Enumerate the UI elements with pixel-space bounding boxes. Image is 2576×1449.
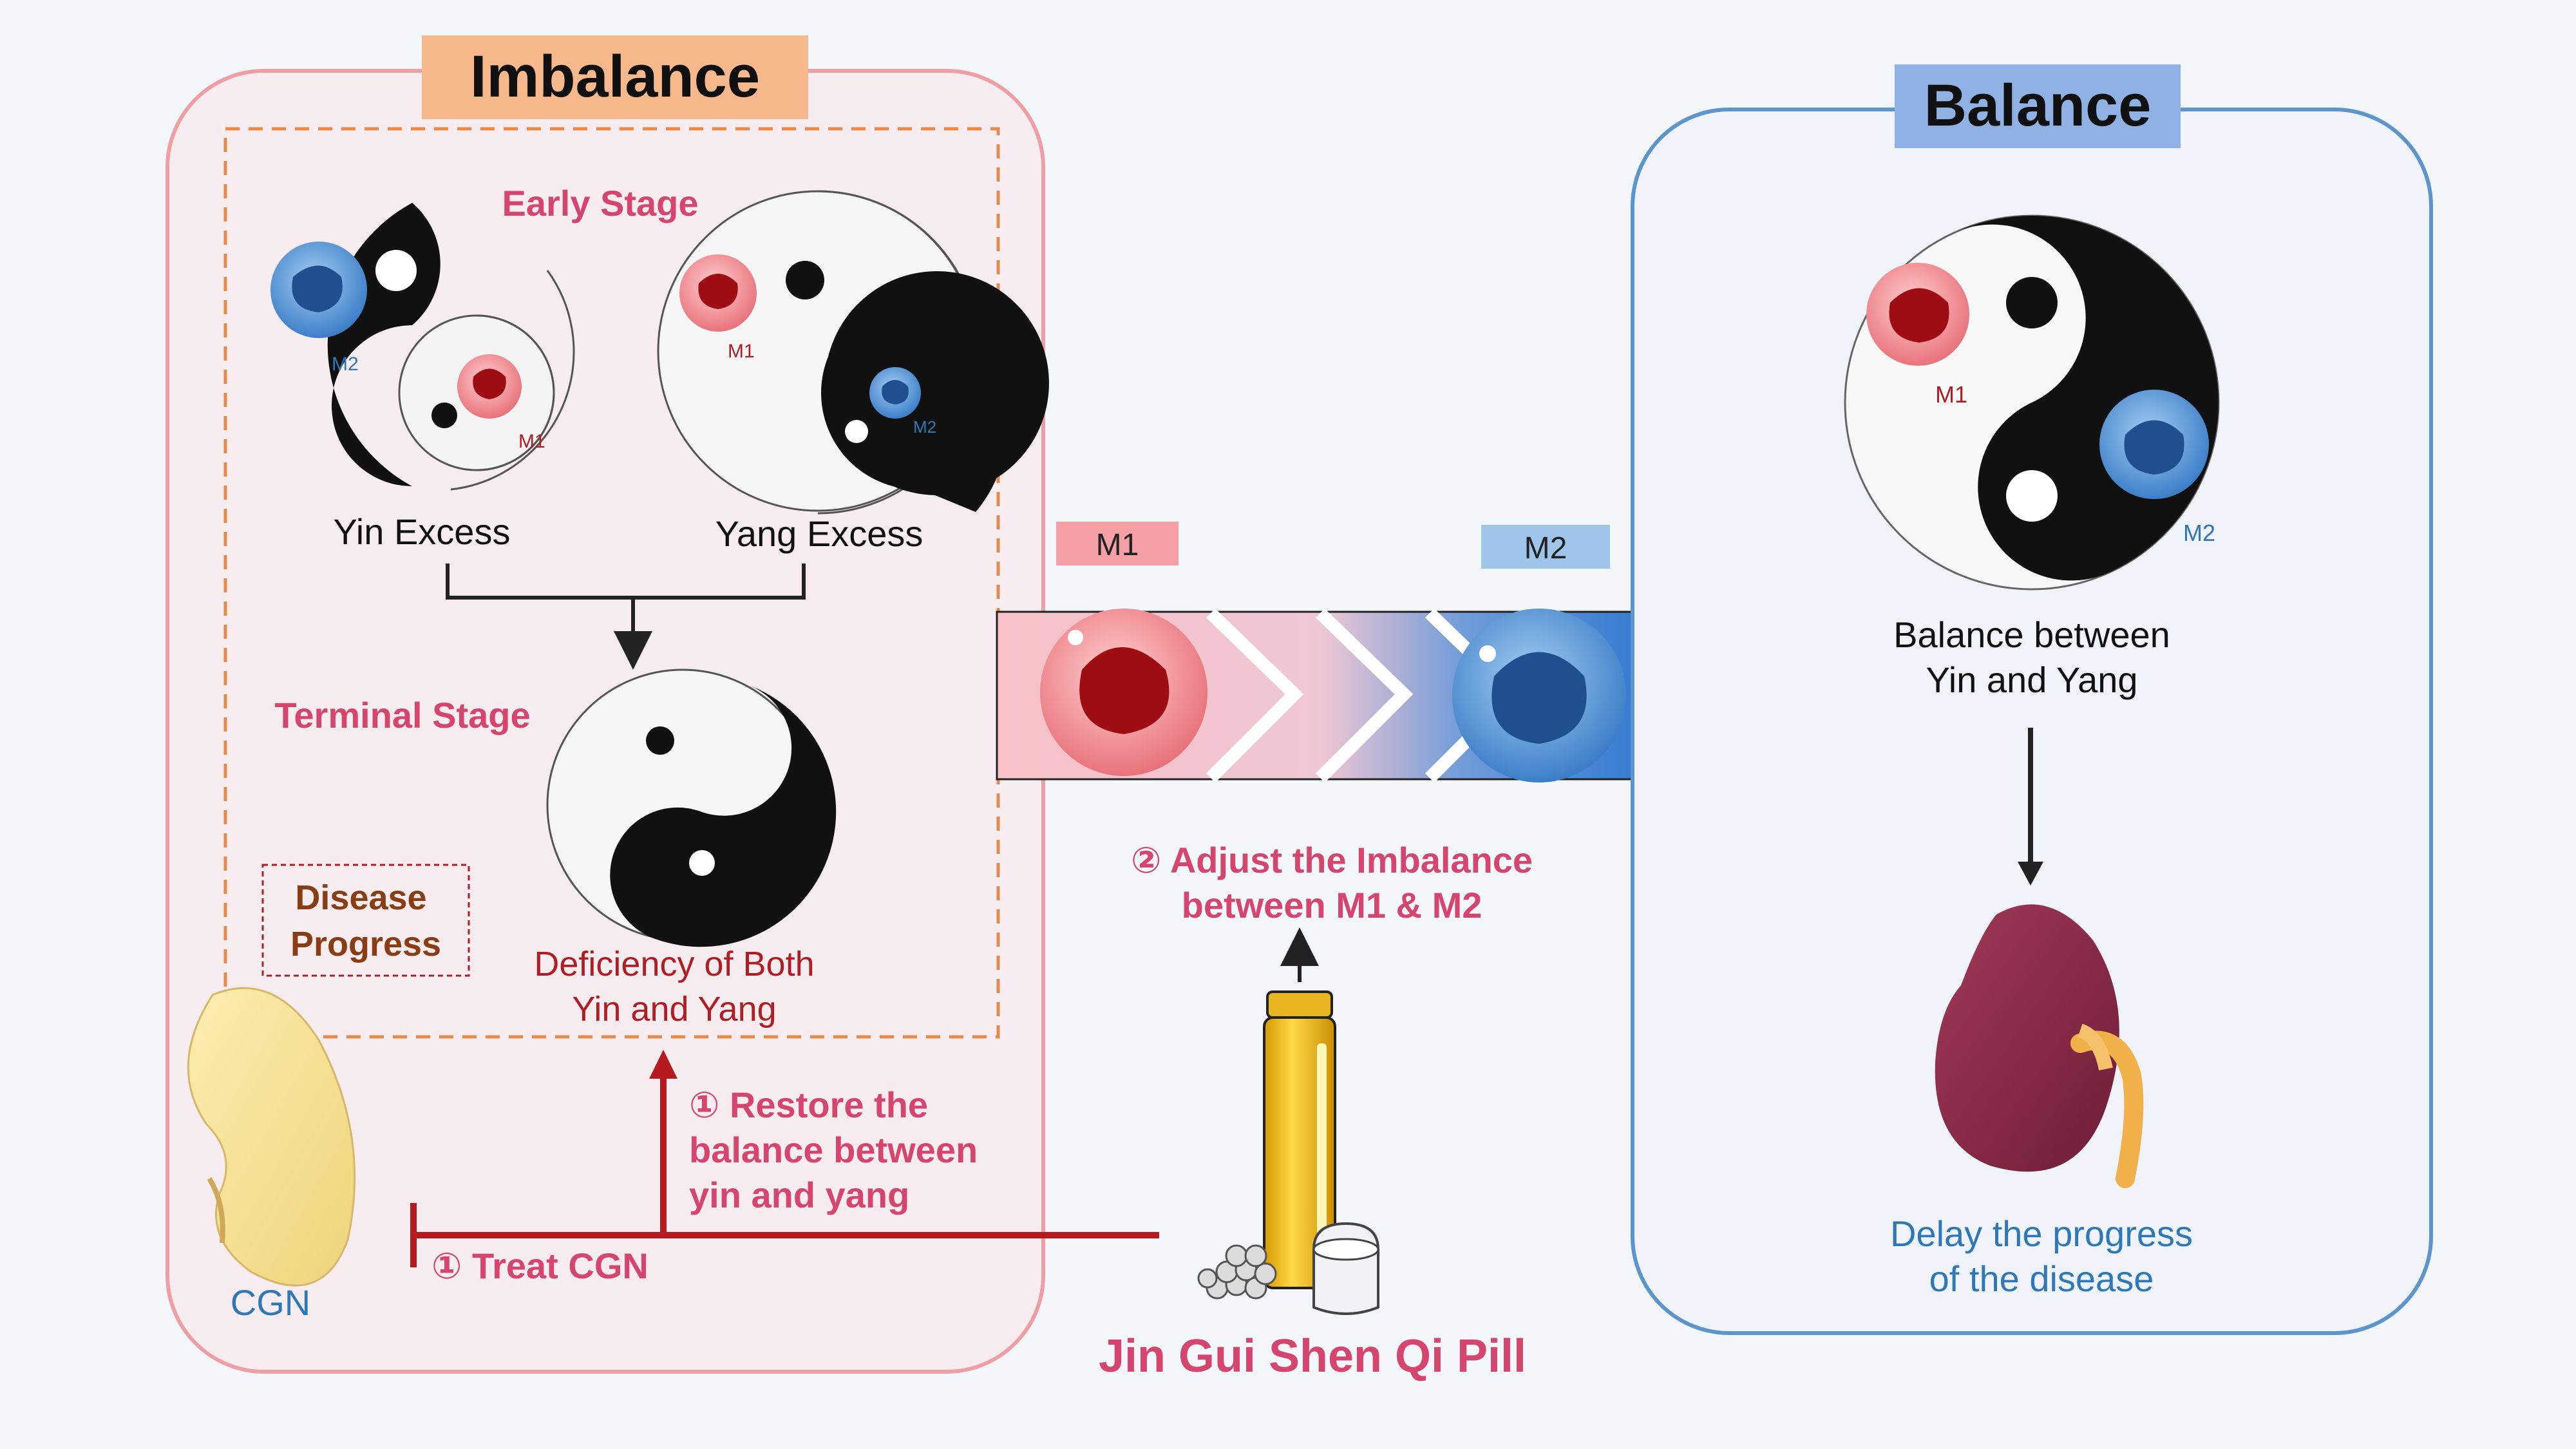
balance-title-box — [1895, 64, 2181, 148]
disease-progress-line2: Progress — [290, 925, 441, 963]
m2-label-balance: M2 — [2183, 520, 2215, 546]
deficiency-label-line1: Deficiency of Both — [534, 945, 814, 983]
m1-cell-icon — [679, 254, 757, 332]
imbalance-title: Imbalance — [470, 44, 760, 109]
early-to-terminal-connector — [446, 564, 806, 650]
m1-tag — [1056, 522, 1179, 565]
restore-line3: yin and yang — [689, 1175, 909, 1215]
m1-label-yin: M1 — [518, 431, 545, 452]
m1-cell-icon — [457, 354, 522, 419]
m2-label-yin: M2 — [332, 354, 359, 375]
disease-progress-line1: Disease — [295, 878, 426, 917]
m2-cell-icon — [869, 367, 921, 419]
m2-tag — [1481, 525, 1610, 569]
m2-cell-icon — [270, 242, 367, 338]
chevron-divider-2 — [1315, 608, 1414, 783]
m1-tag-label: M1 — [1096, 528, 1139, 562]
disease-progress-label: Disease Progress — [290, 878, 441, 963]
terminal-stage-label: Terminal Stage — [274, 695, 530, 735]
cgn-label: CGN — [231, 1282, 310, 1323]
early-stage-label: Early Stage — [502, 183, 698, 223]
chevron-divider-1 — [1206, 608, 1304, 783]
delay-line1: Delay the progress — [1890, 1213, 2193, 1254]
adjust-line1: ② Adjust the Imbalance — [1131, 840, 1533, 880]
balance-line2: Yin and Yang — [1926, 659, 2137, 700]
treat-cgn-label: ① Treat CGN — [431, 1245, 649, 1286]
adjust-line2: between M1 & M2 — [1182, 885, 1482, 925]
m1-label-yang: M1 — [728, 341, 755, 362]
restore-line1: ① Restore the — [689, 1084, 928, 1125]
m1-label-balance: M1 — [1935, 381, 1967, 408]
stage-dashed-box — [223, 127, 1000, 1039]
restore-arrow-head — [649, 1050, 677, 1079]
yin-excess-label: Yin Excess — [334, 511, 511, 552]
deficiency-label-line2: Yin and Yang — [572, 990, 776, 1028]
pill-bottle-icon — [1263, 990, 1379, 1315]
yang-excess-label: Yang Excess — [715, 513, 923, 554]
m2-macrophage-icon — [1452, 609, 1626, 782]
pills-pile-icon — [1197, 1244, 1277, 1300]
imbalance-title-box — [422, 35, 808, 119]
balance-to-kidney-arrow-head — [2018, 862, 2043, 886]
balance-title: Balance — [1924, 73, 2152, 138]
m2-tag-label: M2 — [1524, 531, 1567, 565]
m2-cell-icon — [2099, 390, 2209, 499]
deficiency-yin-yang-symbol — [546, 668, 837, 947]
m1-macrophage-icon — [1040, 609, 1208, 776]
balance-line1: Balance between — [1893, 614, 2170, 655]
cgn-kidney-icon — [187, 987, 356, 1287]
m2-label-yang: M2 — [913, 417, 936, 437]
delay-line2: of the disease — [1929, 1258, 2154, 1299]
disease-progress-box — [261, 864, 470, 977]
treat-cgn-inhibit-line — [410, 1203, 1159, 1267]
m1-cell-icon — [1866, 263, 1969, 366]
pill-name: Jin Gui Shen Qi Pill — [1099, 1331, 1526, 1382]
healthy-kidney-icon — [1935, 904, 2144, 1188]
restore-line2: balance between — [689, 1130, 978, 1170]
